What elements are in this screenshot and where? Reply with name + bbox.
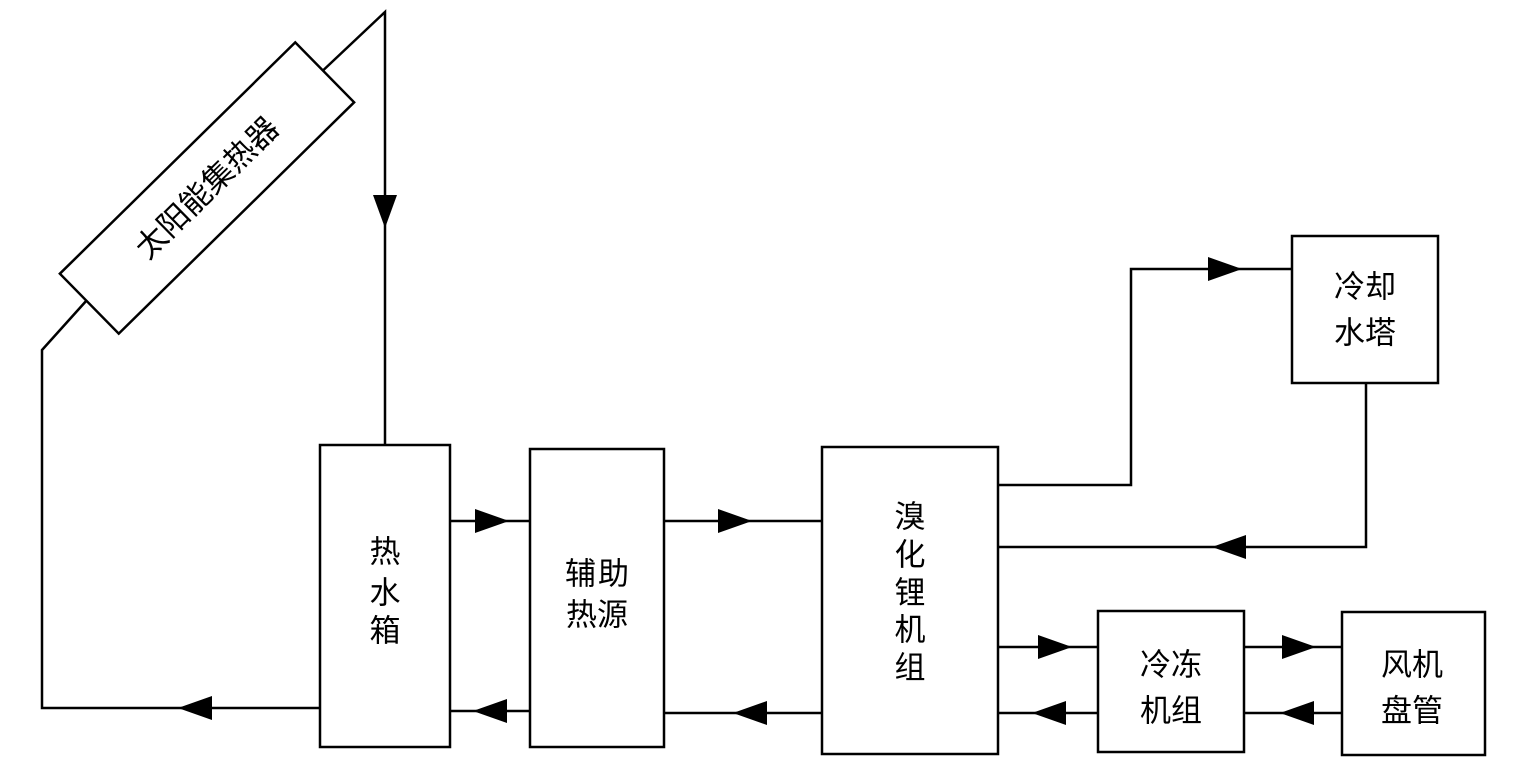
libr-label-line-3: 锂 (895, 576, 926, 612)
libr-label-line-2: 化 (895, 538, 926, 574)
libr-label-line-5: 组 (895, 651, 926, 687)
tank-label-line-1: 热 (370, 535, 401, 571)
fancoil-label-line-2: 盘管 (1381, 694, 1443, 730)
fan-coil: 风机 盘管 (1340, 610, 1487, 757)
pipe-tank-to-collector (40, 299, 320, 710)
aux-label-line-2: 热源 (566, 598, 628, 634)
arrow-right-libr-chiller (1038, 635, 1072, 659)
tank-label-line-3: 箱 (370, 614, 401, 650)
arrow-right-aux-libr (718, 509, 752, 533)
chiller-label-line-2: 机组 (1140, 694, 1202, 730)
arrow-down-to-tank (373, 195, 397, 228)
fancoil-label-line-1: 风机 (1381, 648, 1443, 684)
arrow-left-from-tower (1212, 535, 1246, 559)
tank-label-line-2: 水 (370, 576, 401, 612)
lithium-bromide-unit: 溴 化 锂 机 组 (820, 445, 1000, 756)
pipe-libr-to-tower (998, 267, 1292, 487)
arrow-left-to-collector (178, 696, 212, 720)
chiller-unit: 冷冻 机组 (1096, 609, 1246, 754)
arrow-left-aux-tank (473, 699, 507, 723)
libr-label-line-1: 溴 (895, 500, 926, 536)
arrow-right-tank-aux (475, 509, 509, 533)
arrow-left-fancoil-chiller (1280, 701, 1314, 725)
arrow-right-to-tower (1208, 257, 1242, 281)
hot-water-tank: 热 水 箱 (318, 443, 452, 749)
arrow-right-chiller-fancoil (1282, 635, 1316, 659)
cooling-tower-label-line-1: 冷却 (1334, 270, 1396, 306)
solar-collector: 太阳能集热器 (58, 40, 356, 336)
pipe-collector-to-tank (314, 9, 387, 460)
chiller-label-line-1: 冷冻 (1140, 648, 1202, 684)
pipe-tower-to-libr (998, 383, 1368, 549)
cooling-tower-label-line-2: 水塔 (1334, 316, 1396, 352)
arrow-left-chiller-libr (1032, 701, 1066, 725)
libr-label-line-4: 机 (895, 613, 926, 649)
auxiliary-heat-source: 辅助 热源 (528, 447, 666, 749)
arrow-left-libr-aux (733, 701, 767, 725)
cooling-tower: 冷却 水塔 (1290, 234, 1440, 385)
